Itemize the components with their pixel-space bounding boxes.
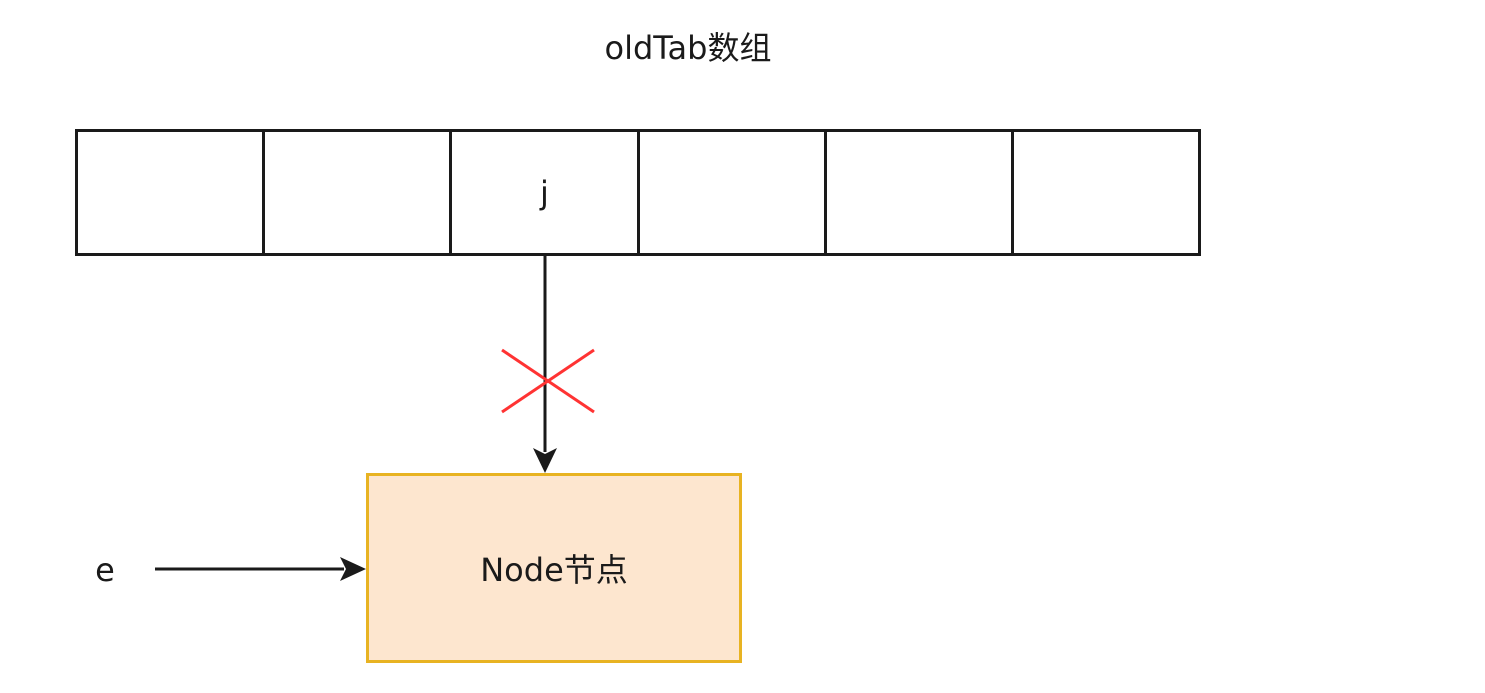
- array-cell: [265, 132, 453, 253]
- diagram-title: oldTab数组: [604, 29, 772, 67]
- e-to-node-arrowhead: [340, 557, 366, 581]
- node-box: Node节点: [366, 473, 742, 663]
- array-cell: [78, 132, 266, 253]
- j-to-node-arrowhead: [533, 448, 557, 473]
- array-cell: [827, 132, 1014, 253]
- node-label: Node节点: [480, 551, 628, 589]
- pointer-label-e: e: [95, 551, 115, 589]
- array-cell-j: j: [452, 132, 640, 253]
- array-cell: [640, 132, 827, 253]
- oldtab-array: j: [75, 129, 1201, 256]
- cross-icon: [501, 348, 595, 414]
